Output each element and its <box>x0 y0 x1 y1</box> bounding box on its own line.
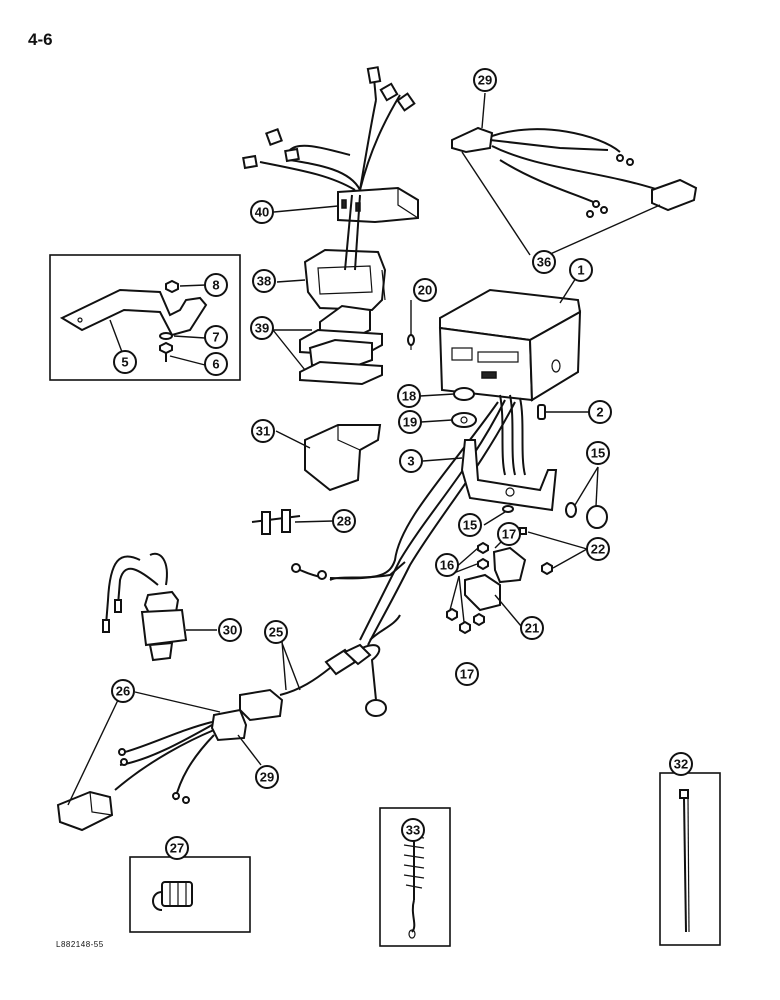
monitor-console-part-1 <box>438 288 582 402</box>
cover-part-31 <box>304 424 382 492</box>
callout-38: 38 <box>252 269 276 293</box>
callout-18: 18 <box>397 384 421 408</box>
callout-3: 3 <box>399 449 423 473</box>
svg-text:40: 40 <box>255 205 269 220</box>
callout-36: 36 <box>532 250 556 274</box>
harness-top-right-parts-29-36 <box>451 126 698 218</box>
mount-bracket-part-3 <box>460 439 558 512</box>
svg-text:17: 17 <box>460 667 474 682</box>
svg-text:3: 3 <box>407 454 414 469</box>
svg-text:29: 29 <box>478 73 492 88</box>
wiring-brush-part-33 <box>403 826 425 939</box>
sensor-part-30 <box>102 552 188 662</box>
svg-text:30: 30 <box>223 623 237 638</box>
svg-text:19: 19 <box>403 415 417 430</box>
callout-21: 21 <box>520 616 544 640</box>
callout-31: 31 <box>251 419 275 443</box>
callout-15b: 15 <box>458 513 482 537</box>
callout-25: 25 <box>264 620 288 644</box>
callout-1: 1 <box>569 258 593 282</box>
harness-bracket-part-40 <box>337 186 419 271</box>
svg-text:38: 38 <box>257 274 271 289</box>
callout-27: 27 <box>165 836 189 860</box>
callout-29a: 29 <box>473 68 497 92</box>
svg-text:6: 6 <box>212 357 219 372</box>
callout-15a: 15 <box>586 441 610 465</box>
svg-text:39: 39 <box>255 321 269 336</box>
callout-17a: 17 <box>497 522 521 546</box>
grommets-part-18-19 <box>451 387 477 428</box>
monitor-cables <box>329 394 526 646</box>
svg-text:22: 22 <box>591 542 605 557</box>
harness-lower-parts-26-29 <box>56 688 284 832</box>
hardware-nut-washer-bolt <box>159 279 179 362</box>
callout-32: 32 <box>669 752 693 776</box>
svg-text:18: 18 <box>402 389 416 404</box>
knobs-part-15 <box>502 502 608 529</box>
svg-text:21: 21 <box>525 621 539 636</box>
cable-tie-part-32 <box>679 789 690 933</box>
svg-text:7: 7 <box>212 330 219 345</box>
harness-wires-upper <box>242 66 416 191</box>
callout-22: 22 <box>586 537 610 561</box>
cable-part-25 <box>279 614 401 717</box>
callout-5: 5 <box>113 350 137 374</box>
connector-part-27 <box>152 881 193 911</box>
svg-text:36: 36 <box>537 255 551 270</box>
inset-box-cable-tie <box>659 772 721 946</box>
callout-40: 40 <box>250 200 274 224</box>
clamp-hardware-parts-16-17-21-22 <box>446 527 553 635</box>
svg-text:27: 27 <box>170 841 184 856</box>
svg-text:17: 17 <box>502 527 516 542</box>
svg-text:16: 16 <box>440 558 454 573</box>
callout-2: 2 <box>588 400 612 424</box>
page-number-label: 4-6 <box>28 30 53 49</box>
callout-17b: 17 <box>455 662 479 686</box>
mounting-plates-part-39 <box>299 304 383 386</box>
clip-part-28 <box>251 509 301 535</box>
mount-bracket-part-38 <box>303 248 387 312</box>
svg-text:8: 8 <box>212 278 219 293</box>
callout-19: 19 <box>398 410 422 434</box>
svg-text:25: 25 <box>269 625 283 640</box>
svg-text:26: 26 <box>116 684 130 699</box>
svg-text:29: 29 <box>260 770 274 785</box>
ground-wire <box>291 561 406 581</box>
svg-text:1: 1 <box>577 263 584 278</box>
callout-8: 8 <box>204 273 228 297</box>
callout-28: 28 <box>332 509 356 533</box>
inset-box-bracket <box>49 254 241 381</box>
inset-box-wiring-brush <box>379 807 451 947</box>
callout-26: 26 <box>111 679 135 703</box>
bulb-part-20 <box>407 334 415 350</box>
callout-7: 7 <box>204 325 228 349</box>
callout-39: 39 <box>250 316 274 340</box>
inset-box-connector <box>129 856 251 933</box>
svg-text:20: 20 <box>418 283 432 298</box>
svg-text:33: 33 <box>406 823 420 838</box>
callout-16: 16 <box>435 553 459 577</box>
svg-text:28: 28 <box>337 514 351 529</box>
svg-text:15: 15 <box>591 446 605 461</box>
callout-20: 20 <box>413 278 437 302</box>
svg-text:5: 5 <box>121 355 128 370</box>
connector-part-2 <box>537 404 546 420</box>
callout-29b: 29 <box>255 765 279 789</box>
callout-30: 30 <box>218 618 242 642</box>
bracket-part-5 <box>59 288 208 337</box>
callout-33: 33 <box>401 818 425 842</box>
svg-text:32: 32 <box>674 757 688 772</box>
svg-text:2: 2 <box>596 405 603 420</box>
svg-text:15: 15 <box>463 518 477 533</box>
callout-6: 6 <box>204 352 228 376</box>
svg-text:31: 31 <box>256 424 270 439</box>
document-code: L882148-55 <box>56 940 104 949</box>
